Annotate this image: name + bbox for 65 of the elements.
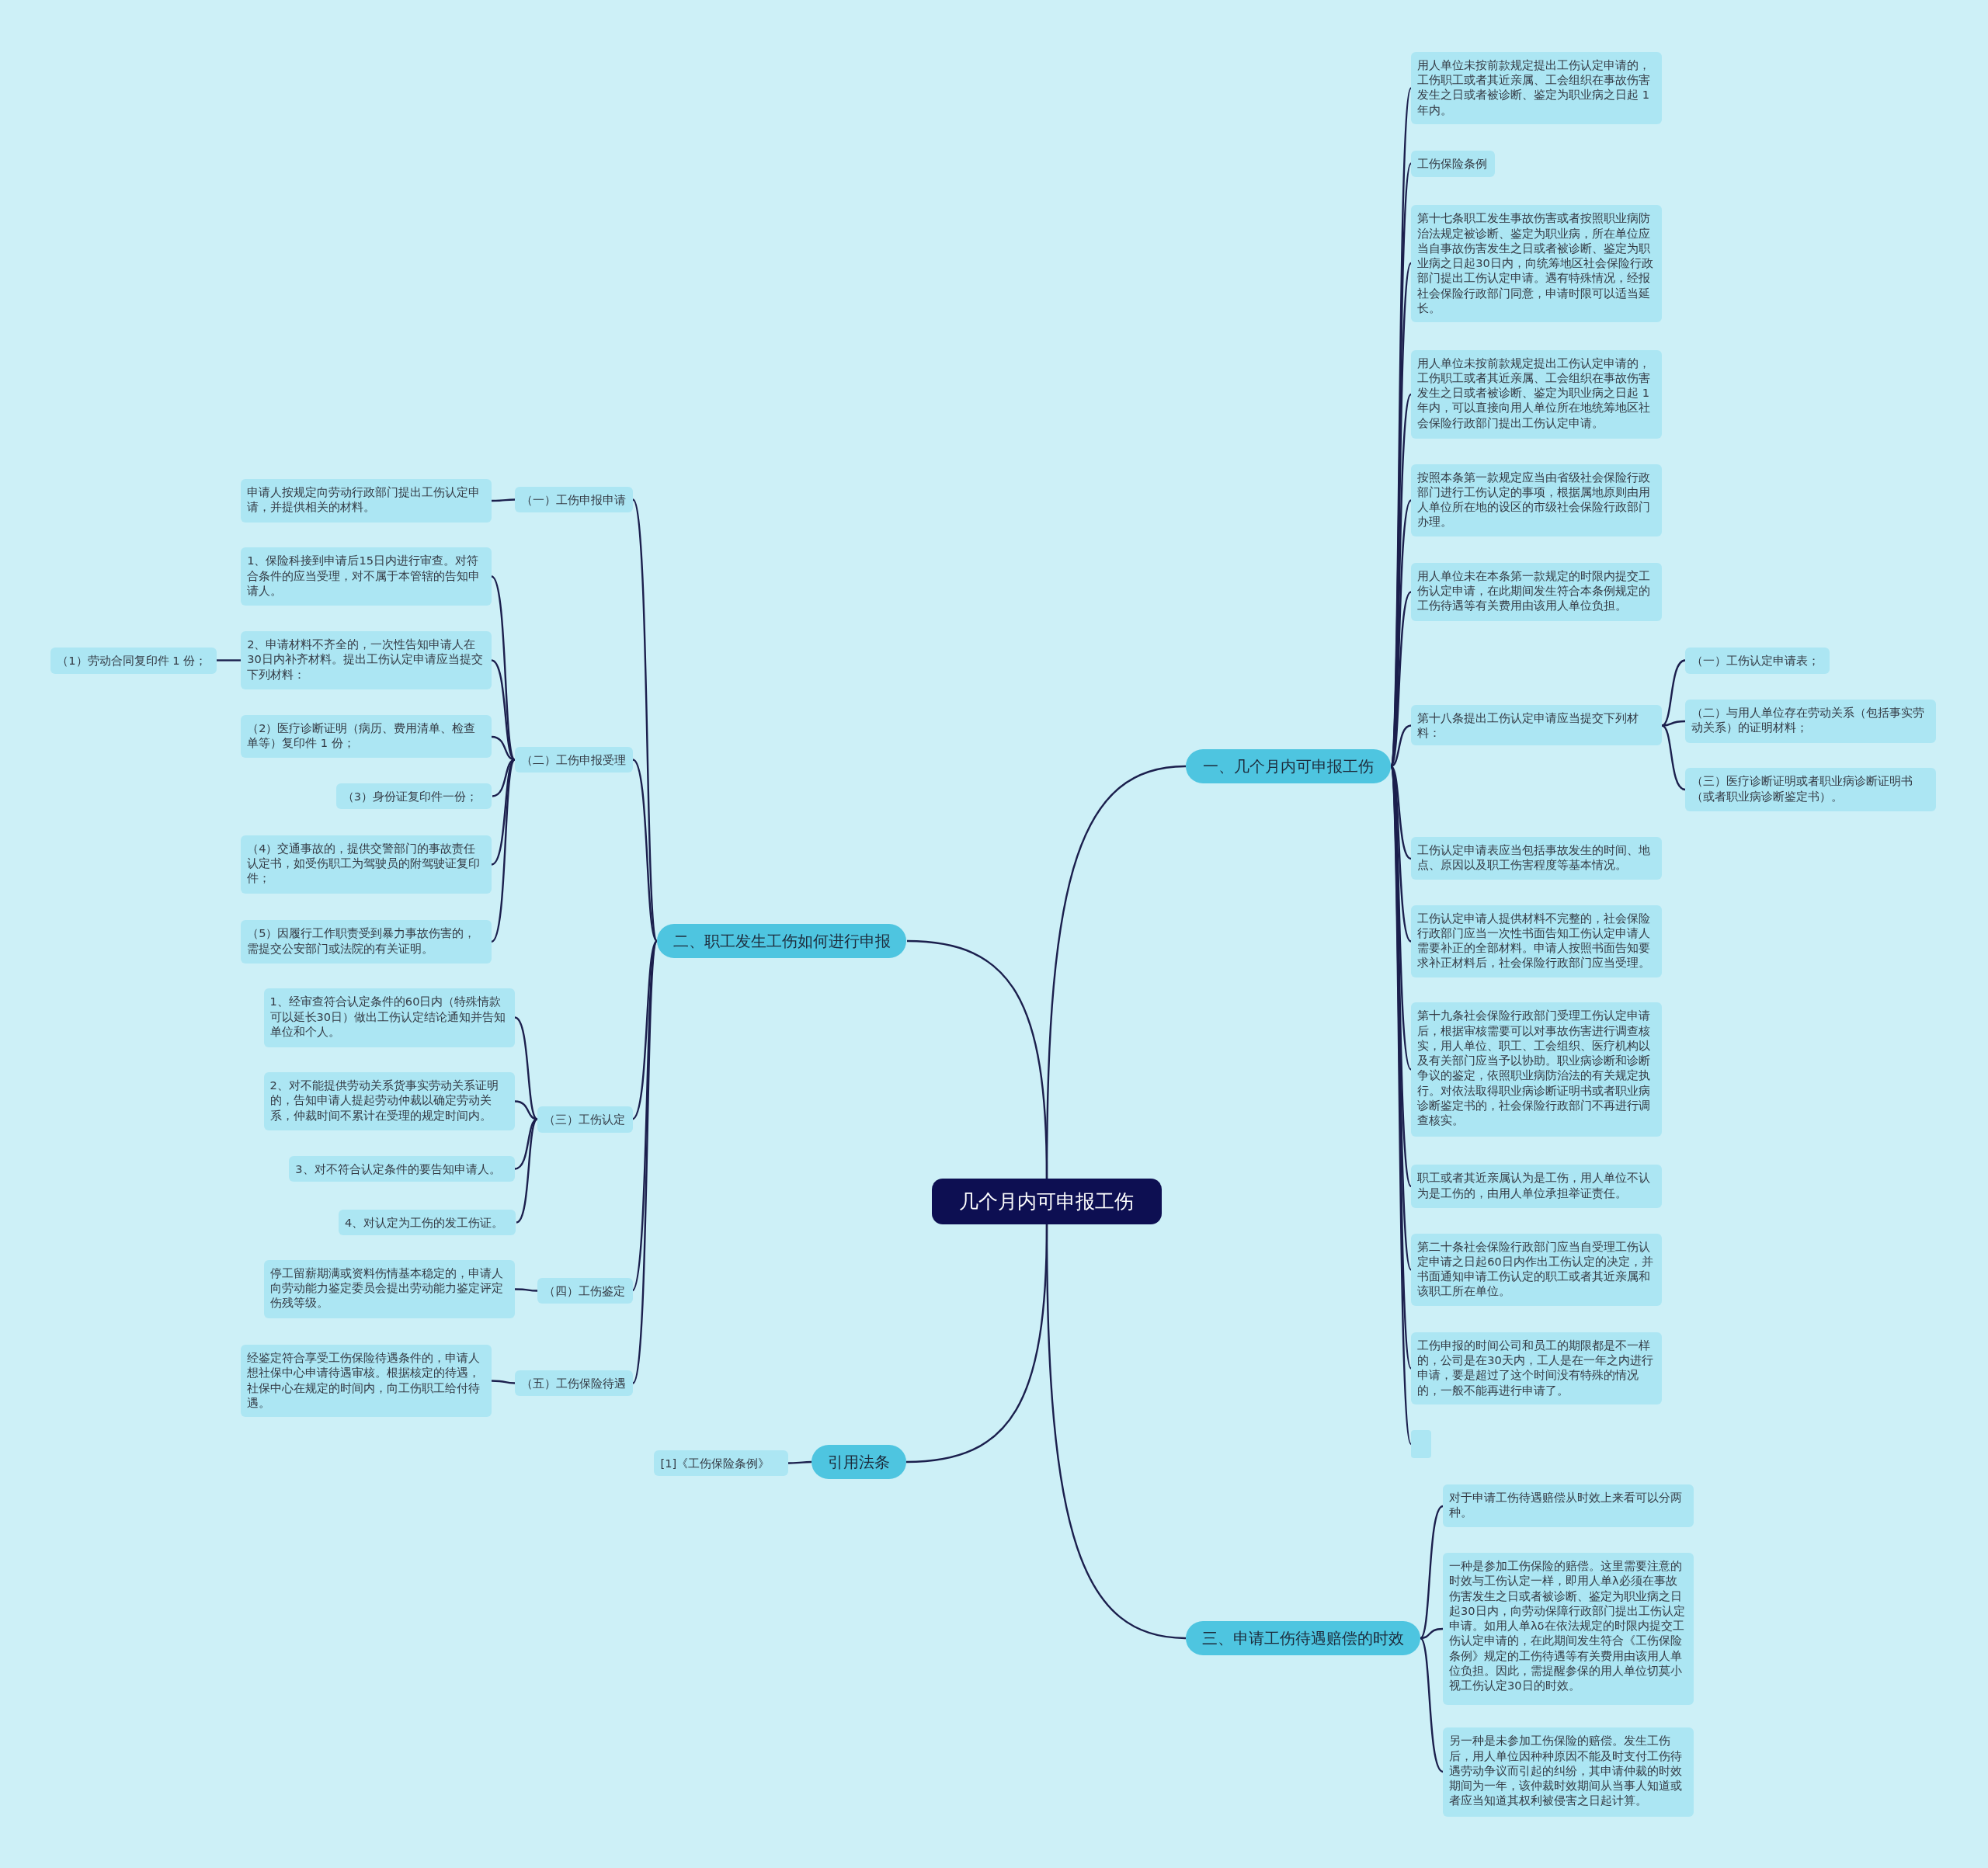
topic-box: 用人单位未在本条第一款规定的时限内提交工伤认定申请，在此期间发生符合本条例规定的工伤待遇等有关费用由该用人单位负担。 <box>1411 562 1663 621</box>
topic-box: （一）工伤申报申请 <box>514 486 633 513</box>
topic-box: （二）工伤申报受理 <box>514 746 633 773</box>
connector-line <box>1390 724 1412 768</box>
topic-box: （一）工伤认定申请表； <box>1684 648 1830 674</box>
topic-box: 第二十条社会保险行政部门应当自受理工伤认定申请之日起60日内作出工伤认定的决定，并书面通知申请工伤认定的职工或者其近亲属和该职工所在单位。 <box>1411 1233 1663 1306</box>
topic-box: 工伤认定申请表应当包括事故发生的时间、地点、原因以及职工伤害程度等基本情况。 <box>1411 836 1663 880</box>
connector-line <box>1420 1505 1444 1639</box>
topic-box: 3、对不符合认定条件的要告知申请人。 <box>289 1155 515 1182</box>
connector-line <box>905 1224 1048 1463</box>
branch-topic: 一、几个月内可申报工伤 <box>1185 748 1391 783</box>
topic-box: 另一种是未参加工伤保险的赔偿。发生工伤后，用人单位因种种原因不能及时支付工伤待遇劳动争议而引起的纠纷，其申请仲裁的时效期间为一年，该仲裁时效期间从当事人知道或者应当知道其权利被侵害之日起计算。 <box>1442 1727 1694 1817</box>
topic-box: 对于申请工伤待遇赔偿从时效上来看可以分两种。 <box>1442 1484 1694 1528</box>
topic-box: （二）与用人单位存在劳动关系（包括事实劳动关系）的证明材料； <box>1684 700 1937 743</box>
connector-line <box>217 659 241 661</box>
connector-line <box>1661 659 1686 727</box>
connector-line <box>514 1016 538 1120</box>
topic-box: （3）身份证复印件一份； <box>335 783 492 810</box>
empty-box <box>1411 1429 1432 1458</box>
topic-box: （三）工伤认定 <box>537 1106 633 1133</box>
topic-box: 申请人按规定向劳动行政部门提出工伤认定申请，并提供相关的材料。 <box>241 479 492 523</box>
topic-box: 用人单位未按前款规定提出工伤认定申请的，工伤职工或者其近亲属、工会组织在事故伤害发生之日或者被诊断、鉴定为职业病之日起 1 年内，可以直接向用人单位所在地统筹地区社会保险行政部门提出工伤认定申请。 <box>1411 349 1663 439</box>
connector-line <box>631 940 658 1120</box>
topic-box: （1）劳动合同复印件 1 份； <box>50 648 217 674</box>
topic-box: （五）工伤保险待遇 <box>514 1370 633 1397</box>
connector-line <box>492 498 515 502</box>
branch-topic: 三、申请工伤待遇赔偿的时效 <box>1185 1621 1420 1656</box>
branch-topic: 引用法条 <box>811 1445 907 1480</box>
topic-box: 经鉴定符合享受工伤保险待遇条件的，申请人想社保中心申请待遇审核。根据核定的待遇，社保中心在规定的时间内，向工伤职工给付待遇。 <box>241 1345 492 1418</box>
connector-line <box>1390 591 1412 767</box>
topic-box: 1、保险科接到申请后15日内进行审查。对符合条件的应当受理，对不属于本管辖的告知申请人。 <box>241 547 492 606</box>
topic-box: 工伤保险条例 <box>1411 151 1495 177</box>
topic-box: 工伤认定申请人提供材料不完整的，社会保险行政部门应当一次性书面告知工伤认定申请人需要补正的全部材料。申请人按照书面告知要求补正材料后，社会保险行政部门应当受理。 <box>1411 904 1663 977</box>
topic-box: （三）医疗诊断证明或者职业病诊断证明书（或者职业病诊断鉴定书）。 <box>1684 768 1937 811</box>
topic-box: （2）医疗诊断证明（病历、费用清单、检查单等）复印件 1 份； <box>241 714 492 759</box>
topic-box: 工伤申报的时间公司和员工的期限都是不一样的，公司是在30天内，工人是在一年之内进行申请，要是超过了这个时间没有特殊的情况的，一般不能再进行申请了。 <box>1411 1332 1663 1404</box>
topic-box: 第十九条社会保险行政部门受理工伤认定申请后，根据审核需要可以对事故伤害进行调查核实，用人单位、职工、工会组织、医疗机构以及有关部门应当予以协助。职业病诊断和诊断争议的鉴定，依照职业病防治法的有关规定执行。对依法取得职业病诊断证明书或者职业病诊断鉴定书的，社会保险行政部门不再进行调查核实。 <box>1411 1002 1663 1137</box>
connector-line <box>1661 724 1686 791</box>
topic-box: 1、经审查符合认定条件的60日内（特殊情款可以延长30日）做出工伤认定结论通知并告知单位和个人。 <box>263 988 515 1047</box>
connector-line <box>515 1288 537 1292</box>
topic-box: 用人单位未按前款规定提出工伤认定申请的，工伤职工或者其近亲属、工会组织在事故伤害发生之日或者被诊断、鉴定为职业病之日起 1 年内。 <box>1411 51 1663 124</box>
topic-box: （4）交通事故的，提供交警部门的事故责任认定书，如受伤职工为驾驶员的附驾驶证复印件； <box>241 835 492 894</box>
connector-line <box>632 759 658 942</box>
topic-box: 一种是参加工伤保险的赔偿。这里需要注意的时效与工伤认定一样，即用人单λ必须在事故伤害发生之日或者被诊断、鉴定为职业病之日起30日内，向劳动保障行政部门提出工伤认定申请。如用人单λδ在依法规定的时限内提交工伤认定申请的，在此期间发生符合《工伤保险条例》规定的工伤待遇等有关费用由该用人单位负担。因此，需提醒参保的用人单位切莫小视工伤认定30日的时效。 <box>1442 1553 1694 1705</box>
connector-line <box>516 1118 538 1224</box>
topic-box: 2、对不能提供劳动关系货事实劳动关系证明的，告知申请人提起劳动仲裁以确定劳动关系，仲裁时间不累计在受理的规定时间内。 <box>263 1072 515 1131</box>
topic-box: （四）工伤鉴定 <box>537 1277 633 1304</box>
connector-line <box>906 939 1048 1179</box>
connector-line <box>492 1380 516 1384</box>
topic-box: 4、对认定为工伤的发工伤证。 <box>338 1209 516 1235</box>
topic-box: 停工留薪期满或资料伤情基本稳定的，申请人向劳动能力鉴定委员会提出劳动能力鉴定评定伤残等级。 <box>263 1259 515 1318</box>
topic-box: 第十七条职工发生事故伤害或者按照职业病防治法规定被诊断、鉴定为职业病，所在单位应当自事故伤害发生之日或者被诊断、鉴定为职业病之日起30日内，向统筹地区社会保险行政部门提出工伤认定申请。遇有特殊情况，经报社会保险行政部门同意，申请时限可以适当延长。 <box>1411 205 1663 322</box>
connector-line <box>1420 1637 1444 1773</box>
connector-line <box>514 1118 538 1170</box>
topic-box: （5）因履行工作职责受到暴力事故伤害的，需提交公安部门或法院的有关证明。 <box>241 920 492 964</box>
topic-box: [1]《工伤保险条例》 <box>654 1450 789 1476</box>
central-topic: 几个月内可申报工伤 <box>932 1179 1162 1225</box>
topic-box: 2、申请材料不齐全的，一次性告知申请人在30日内补齐材料。提出工伤认定申请应当提交下列材料： <box>241 631 492 690</box>
connector-line <box>1390 766 1412 860</box>
connector-line <box>1420 1627 1444 1640</box>
connector-line <box>788 1460 812 1464</box>
branch-topic: 二、职工发生工伤如何进行申报 <box>656 924 907 959</box>
topic-box: 按照本条第一款规定应当由省级社会保险行政部门进行工伤认定的事项，根据属地原则由用人单位所在地的设区的市级社会保险行政部门办理。 <box>1411 464 1663 536</box>
topic-box: 第十八条提出工伤认定申请应当提交下列材料： <box>1411 704 1663 746</box>
topic-box: 职工或者其近亲属认为是工伤，用人单位不认为是工伤的，由用人单位承担举证责任。 <box>1411 1165 1663 1208</box>
